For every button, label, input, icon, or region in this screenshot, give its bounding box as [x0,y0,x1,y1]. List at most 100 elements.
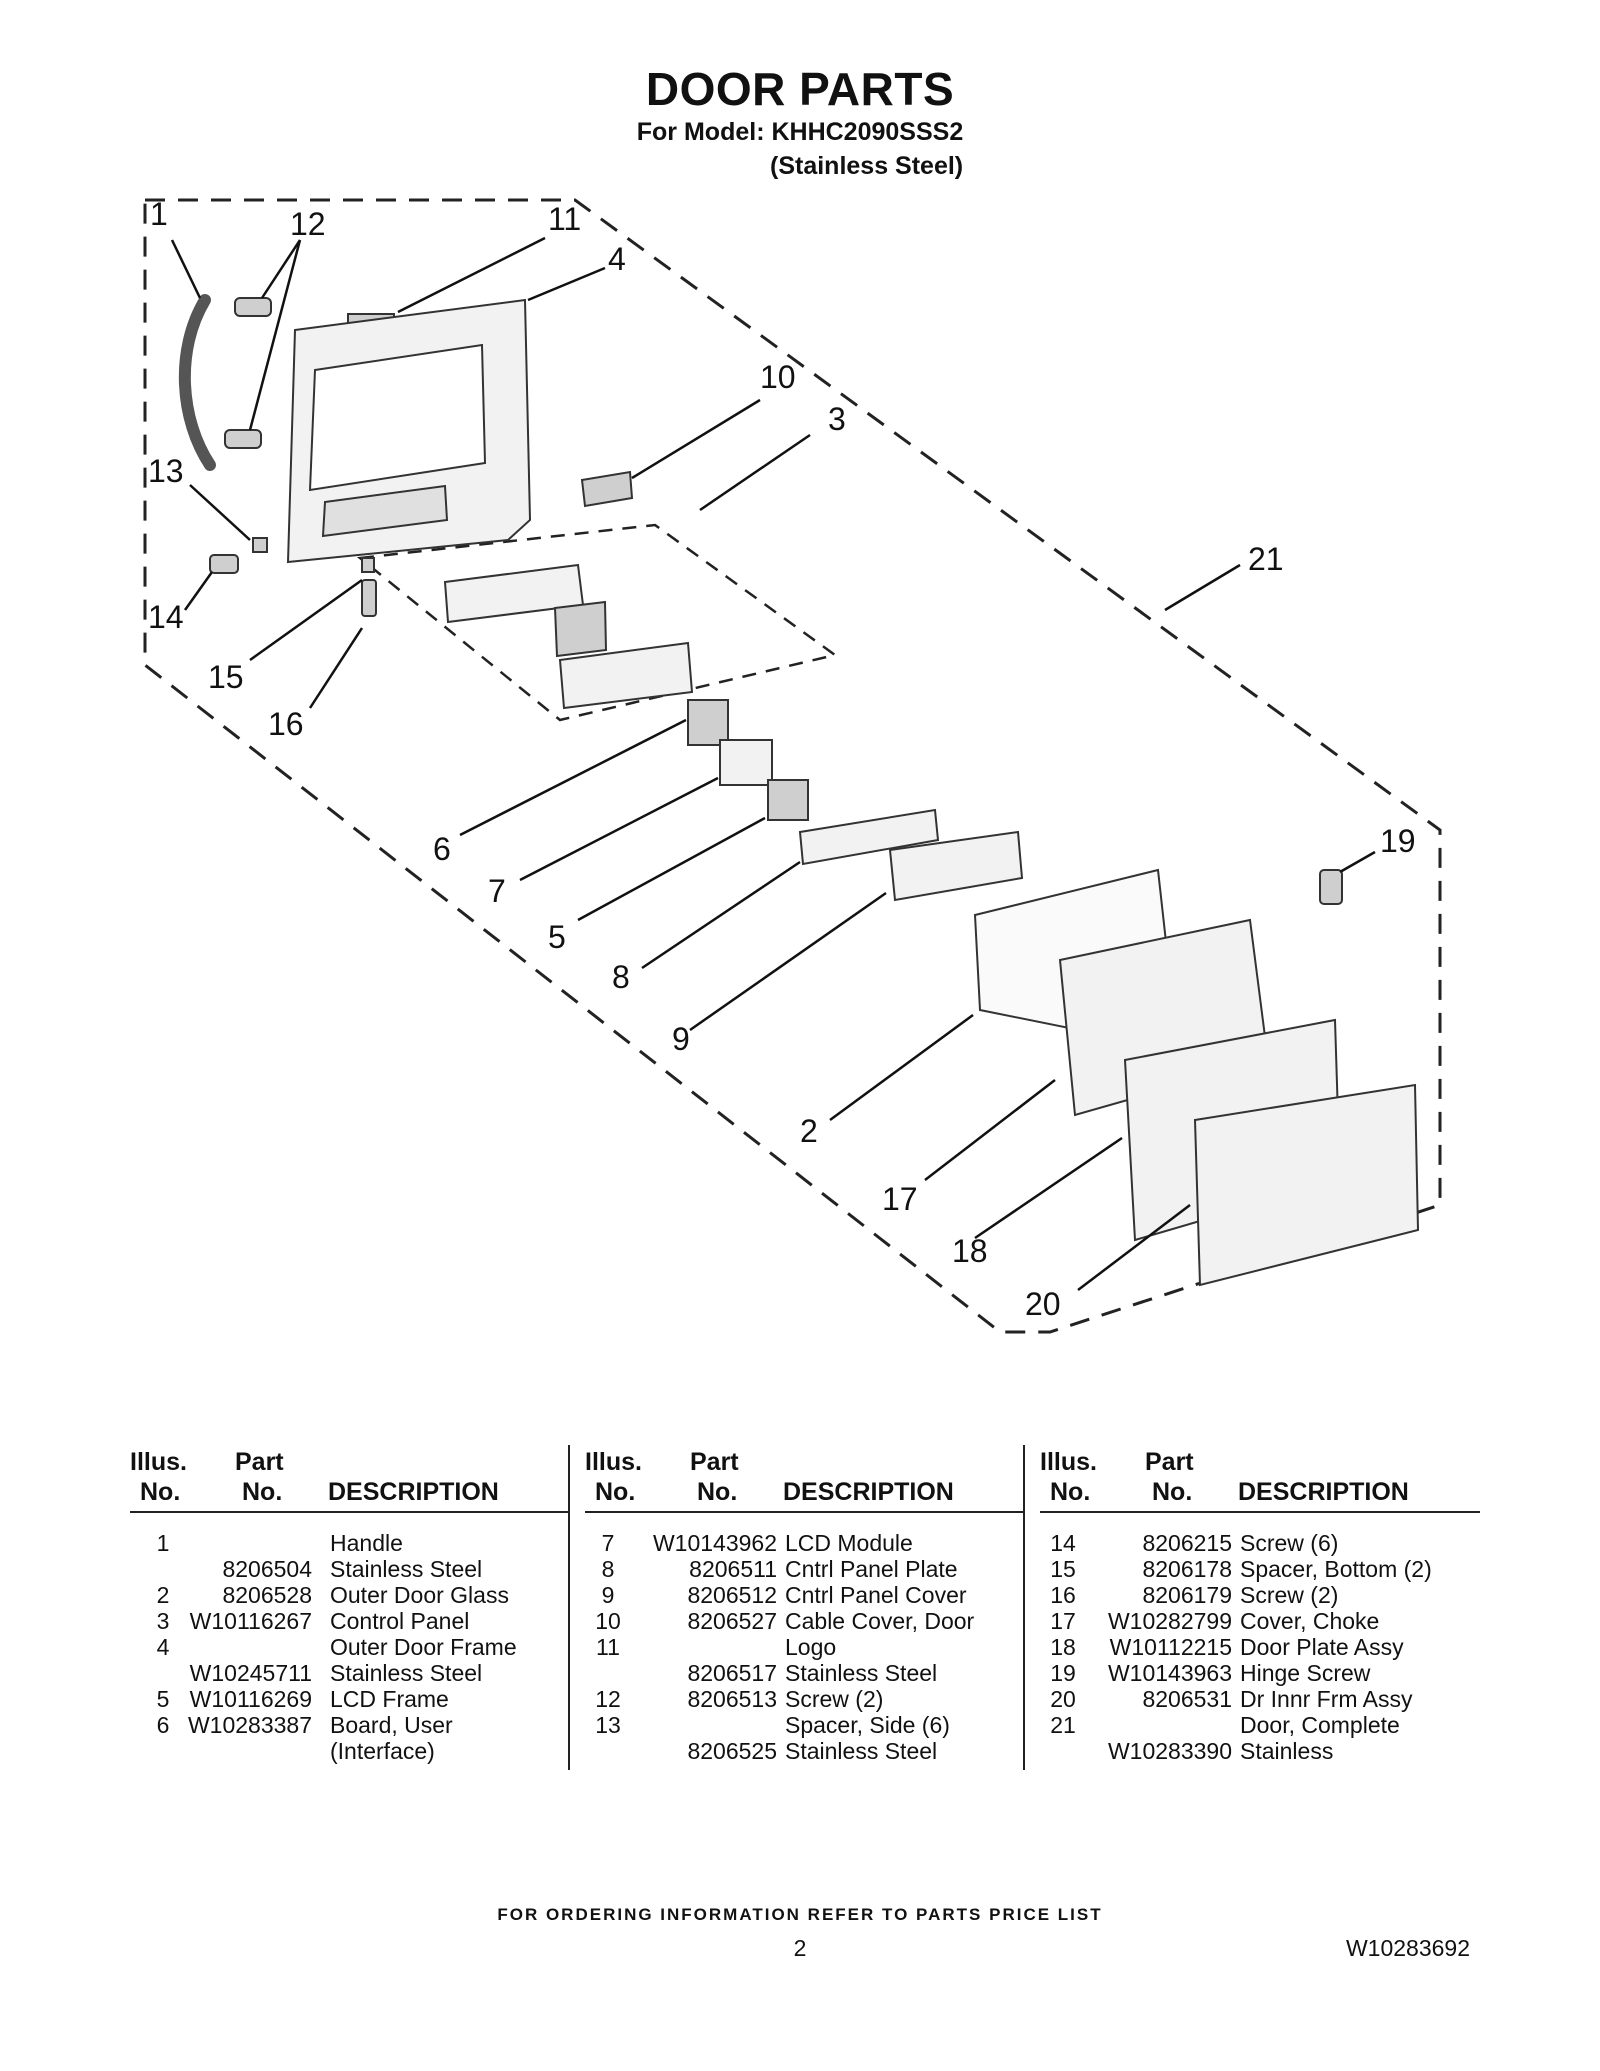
header-part-no: No. [697,1478,738,1506]
parts-column-header: Illus. No. Part No. DESCRIPTION [1040,1445,1480,1513]
bottom-screw-part [361,579,377,617]
leader-lines [170,236,1376,1291]
callout-6: 6 [433,831,451,867]
finish-line: (Stainless Steel) [770,152,964,180]
control-panel-cover-part [888,830,1024,902]
callout-8: 8 [612,959,630,995]
column-divider [568,1445,570,1770]
side-spacer-part [252,537,268,553]
control-panel-ribbon [553,600,608,658]
callout-21: 21 [1248,541,1284,577]
callout-7: 7 [488,873,506,909]
header-illus-no: No. [140,1478,181,1506]
header-part: Part [1145,1448,1194,1476]
callout-12: 12 [290,206,326,242]
header-part-no: No. [242,1478,283,1506]
callout-4: 4 [608,241,626,277]
callout-17: 17 [882,1181,918,1217]
callout-11: 11 [548,201,581,237]
ordering-info-note: FOR ORDERING INFORMATION REFER TO PARTS … [497,1905,1103,1924]
column-divider [1023,1445,1025,1770]
outer-door-frame-panel-cutout [321,484,449,538]
cable-cover-part [580,470,634,508]
callout-3: 3 [828,401,846,437]
header-description: DESCRIPTION [328,1478,499,1506]
parts-column-header: Illus. No. Part No. DESCRIPTION [585,1445,1025,1513]
callout-18: 18 [952,1233,988,1269]
callout-15: 15 [208,659,244,695]
lcd-frame-part [719,739,773,786]
side-screw-part [209,554,239,574]
header-illus: Illus. [130,1448,187,1476]
header-description: DESCRIPTION [1238,1478,1409,1506]
header-illus-no: No. [595,1478,636,1506]
handle-part [178,294,216,471]
parts-column-header: Illus. No. Part No. DESCRIPTION [130,1445,570,1513]
callout-10: 10 [760,359,796,395]
header-illus: Illus. [1040,1448,1097,1476]
document-number: W10283692 [1345,1935,1470,1961]
inner-frame-part [1193,1083,1420,1287]
header-part: Part [235,1448,284,1476]
exploded-parts-diagram: 1 12 11 4 10 3 13 21 14 15 16 6 7 5 19 8… [143,196,1442,1334]
callout-16: 16 [268,706,304,742]
callout-13: 13 [148,453,184,489]
control-panel-keypad-lower [558,641,694,710]
hinge-screw-part [1319,869,1343,905]
outer-door-frame-window [308,343,487,492]
user-board-part [687,699,729,746]
header-illus: Illus. [585,1448,642,1476]
control-panel-plate-part [798,808,940,866]
header-part: Part [690,1448,739,1476]
table-row: (Interface) [330,1738,435,1764]
callout-1: 1 [150,196,168,232]
header-description: DESCRIPTION [783,1478,954,1506]
lcd-module-part [767,779,809,821]
callout-20: 20 [1025,1286,1061,1322]
callout-14: 14 [148,599,184,635]
callout-9: 9 [672,1021,690,1057]
callout-5: 5 [548,919,566,955]
callout-19: 19 [1380,823,1416,859]
page-title: DOOR PARTS [645,63,955,115]
page-number: 2 [793,1935,807,1961]
handle-screw-upper [234,297,272,317]
handle-screw-lower [224,429,262,449]
header-illus-no: No. [1050,1478,1091,1506]
model-line: For Model: KHHC2090SSS2 [636,118,964,146]
header-part-no: No. [1152,1478,1193,1506]
callout-2: 2 [800,1113,818,1149]
bottom-spacer-part [361,557,375,573]
control-panel-outline [356,523,838,722]
